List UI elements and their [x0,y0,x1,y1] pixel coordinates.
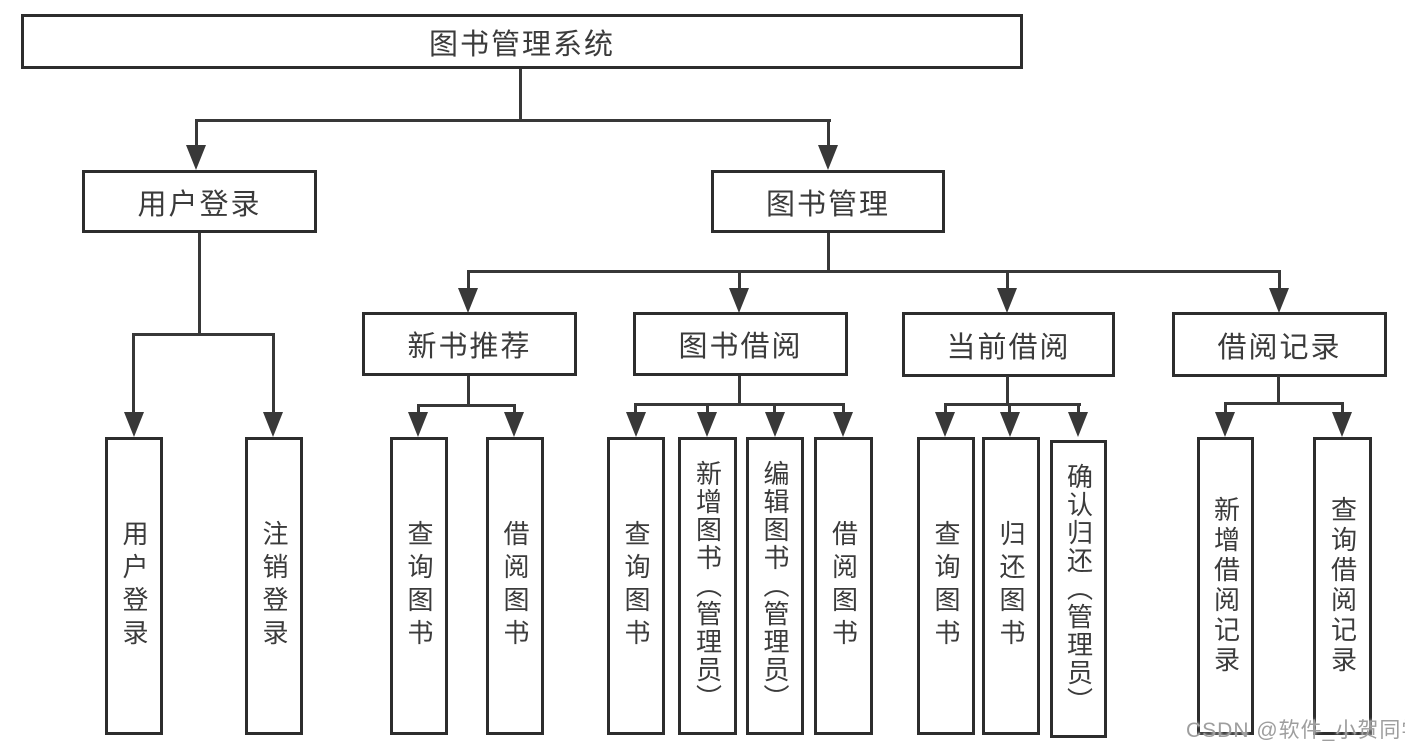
arrow-down-icon [124,412,144,437]
leaf-query-books-current: 查询图书 [917,437,975,735]
connector-l3-drop [467,270,470,288]
arrow-down-icon [408,412,428,437]
arrow-down-icon [818,145,838,170]
connector-leaf-drop [132,333,135,412]
arrow-down-icon [263,412,283,437]
node-current-borrowing-label: 当前借阅 [946,331,1071,364]
arrow-down-icon [997,288,1017,313]
leaf-query-books-label: 查询图书 [621,520,651,652]
arrow-down-icon [504,412,524,437]
connector-book-mgmt-drop [827,119,830,146]
leaf-user-login-label: 用户登录 [119,520,149,652]
node-library-system-label: 图书管理系统 [428,28,615,61]
arrow-down-icon [833,412,853,437]
connector-leaf-drop [272,333,275,412]
connector-leaf-drop [513,404,516,413]
connector-leaf-drop [842,403,845,413]
connector-l3-drop [738,270,741,288]
leaf-add-books-admin: 新增图书（管理员） [678,437,737,735]
leaf-query-books-recommend: 查询图书 [390,437,448,735]
connector-group-stem [1277,376,1280,404]
connector-root-stem [519,69,522,119]
connector-group-spine [417,404,516,407]
arrow-down-icon [697,412,717,437]
leaf-query-books-label: 查询图书 [931,520,961,652]
node-new-book-recommendation: 新书推荐 [362,312,577,376]
connector-l3-drop [1006,270,1009,288]
connector-level3-spine [467,270,1281,273]
arrow-down-icon [186,145,206,170]
arrow-down-icon [1269,288,1289,313]
connector-leaf-drop [944,403,947,413]
connector-group-spine [1224,402,1344,405]
leaf-logout-label: 注销登录 [259,520,289,652]
leaf-add-borrow-record: 新增借阅记录 [1197,437,1254,735]
leaf-return-books-label: 归还图书 [996,520,1026,652]
node-book-borrowing-label: 图书借阅 [678,331,803,363]
arrow-down-icon [765,412,785,437]
arrow-down-icon [458,288,478,313]
node-user-login: 用户登录 [82,170,317,233]
connector-leaf-drop [1008,403,1011,413]
leaf-borrow-books-label: 借阅图书 [500,520,530,652]
node-book-management: 图书管理 [711,170,945,233]
node-library-system: 图书管理系统 [21,14,1023,69]
leaf-query-books-borrowing: 查询图书 [607,437,665,735]
connector-leaf-drop [1077,403,1080,413]
node-borrowing-records-label: 借阅记录 [1217,331,1342,364]
leaf-edit-books-admin: 编辑图书（管理员） [746,437,804,735]
arrow-down-icon [626,412,646,437]
node-current-borrowing: 当前借阅 [902,312,1115,377]
connector-group-spine [944,403,1081,406]
connector-group-stem [467,376,470,406]
leaf-return-books: 归还图书 [982,437,1040,735]
arrow-down-icon [1215,412,1235,437]
connector-leaf-drop [1224,402,1227,413]
connector-user-login-spine [132,333,275,336]
leaf-borrow-books-borrowing: 借阅图书 [814,437,873,735]
node-new-book-recommendation-label: 新书推荐 [407,331,532,363]
connector-user-login-drop [195,119,198,146]
leaf-confirm-return-admin-label: 确认归还（管理员） [1063,463,1094,715]
connector-group-stem [738,376,741,405]
leaf-edit-books-admin-label: 编辑图书（管理员） [760,460,790,712]
leaf-add-books-admin-label: 新增图书（管理员） [692,460,723,712]
leaf-query-borrow-record-label: 查询借阅记录 [1327,496,1358,676]
leaf-borrow-books-label: 借阅图书 [828,520,859,652]
leaf-query-books-label: 查询图书 [404,520,434,652]
connector-user-login-stem [198,233,201,333]
csdn-watermark: CSDN @软件_小贺同学 [1186,719,1405,742]
arrow-down-icon [935,412,955,437]
arrow-down-icon [1068,412,1088,437]
leaf-borrow-books-recommend: 借阅图书 [486,437,544,735]
connector-group-spine [634,403,844,406]
node-borrowing-records: 借阅记录 [1172,312,1387,377]
connector-leaf-drop [1341,402,1344,413]
leaf-add-borrow-record-label: 新增借阅记录 [1210,496,1241,676]
arrow-down-icon [1332,412,1352,437]
leaf-confirm-return-admin: 确认归还（管理员） [1050,440,1107,738]
connector-book-mgmt-stem [827,233,830,272]
connector-level2-spine [195,119,831,122]
arrow-down-icon [1000,412,1020,437]
leaf-user-login: 用户登录 [105,437,163,735]
connector-leaf-drop [634,403,637,413]
leaf-logout: 注销登录 [245,437,303,735]
leaf-query-borrow-record: 查询借阅记录 [1313,437,1372,735]
connector-leaf-drop [706,403,709,413]
connector-leaf-drop [773,403,776,413]
node-book-management-label: 图书管理 [765,188,890,221]
node-user-login-label: 用户登录 [137,188,262,221]
node-book-borrowing: 图书借阅 [633,312,848,376]
connector-leaf-drop [417,404,420,413]
connector-group-stem [1006,376,1009,405]
arrow-down-icon [729,288,749,313]
connector-l3-drop [1278,270,1281,288]
